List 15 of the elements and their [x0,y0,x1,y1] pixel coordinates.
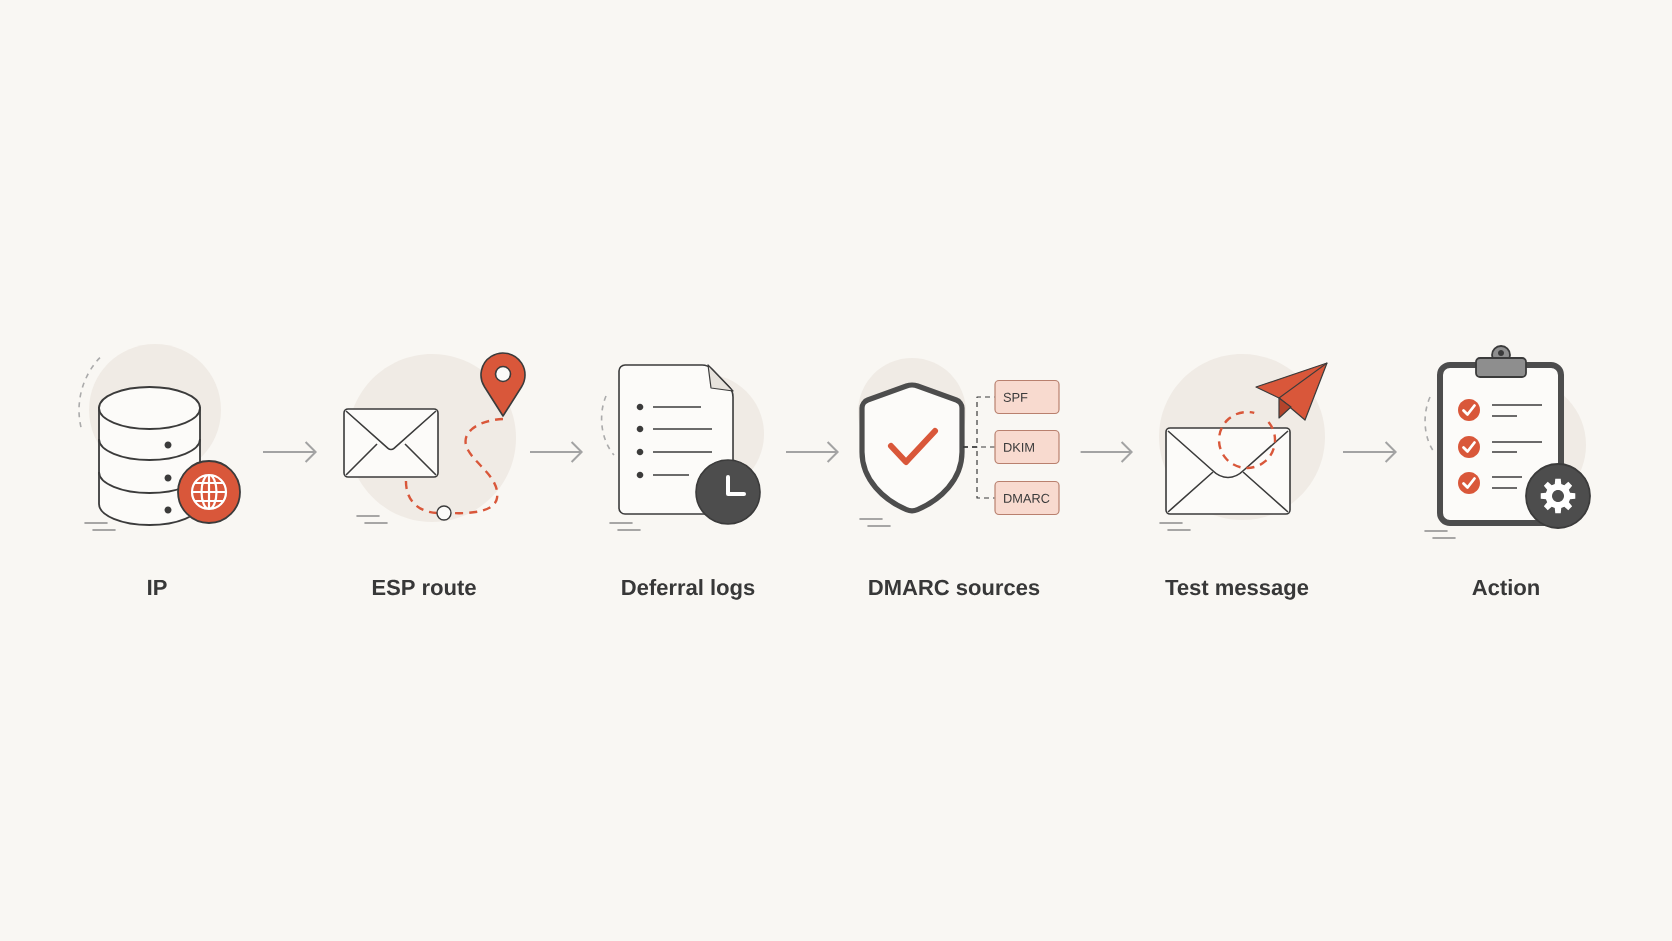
step-label: DMARC sources [869,579,1040,596]
arrow [1342,441,1397,463]
step-label: Deferral logs [622,579,755,600]
dashed-connector [962,446,995,499]
tag-box: DKIM [994,429,1060,465]
arrow [529,441,583,463]
tag-box: SPF [994,379,1060,415]
step-label: IP [148,579,167,595]
arrow [1079,441,1133,463]
arrow [785,441,839,463]
tag-box: DMARC [994,480,1060,516]
step-label: ESP route [372,579,476,596]
step-label: Test message [1165,579,1309,600]
step-label: Action [1472,579,1539,596]
arrow [262,441,317,463]
